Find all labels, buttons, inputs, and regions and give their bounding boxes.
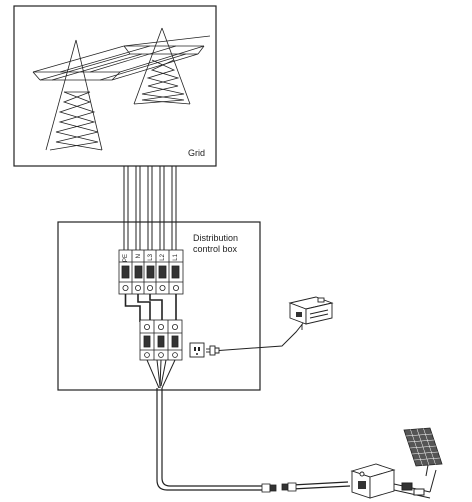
main-breaker-block [118,249,184,295]
breaker-label-l1: L1 [173,253,179,260]
monitoring-device-cable [218,321,305,351]
ac-trunk-cable [156,388,351,491]
plug-icon [206,345,220,356]
breaker-interconnect-wires [124,294,177,322]
dc-cable-connectors [393,469,437,499]
distribution-box-label-line2: control box [193,244,238,254]
grid-frame [13,5,217,167]
outgoing-wire-bundle [146,359,176,389]
transmission-tower-right-icon [123,27,205,105]
solar-panel-icon [403,427,443,477]
grid-panel: Grid [13,5,217,167]
cable-connector-1-icon [261,483,277,493]
breaker-label-n: N [136,254,142,258]
breaker-label-pe: PE [123,254,129,262]
distribution-box-frame [57,221,261,391]
breaker-label-l2: L2 [160,253,166,260]
monitoring-gateway-icon [288,296,334,330]
breaker-label-l3: L3 [148,253,154,260]
overhead-power-lines [32,35,211,81]
grid-label: Grid [188,148,205,158]
wall-socket-icon [189,342,205,358]
grid-feed-cables [123,166,177,250]
micro-inverter-icon [350,463,396,499]
secondary-breaker-block [139,319,183,361]
cable-connector-2-icon [281,482,297,492]
distribution-control-box: Distribution control box PE N L3 [57,221,261,391]
breaker-labels: PE N L3 L2 L1 [123,253,179,262]
distribution-box-label-line1: Distribution [193,233,238,243]
